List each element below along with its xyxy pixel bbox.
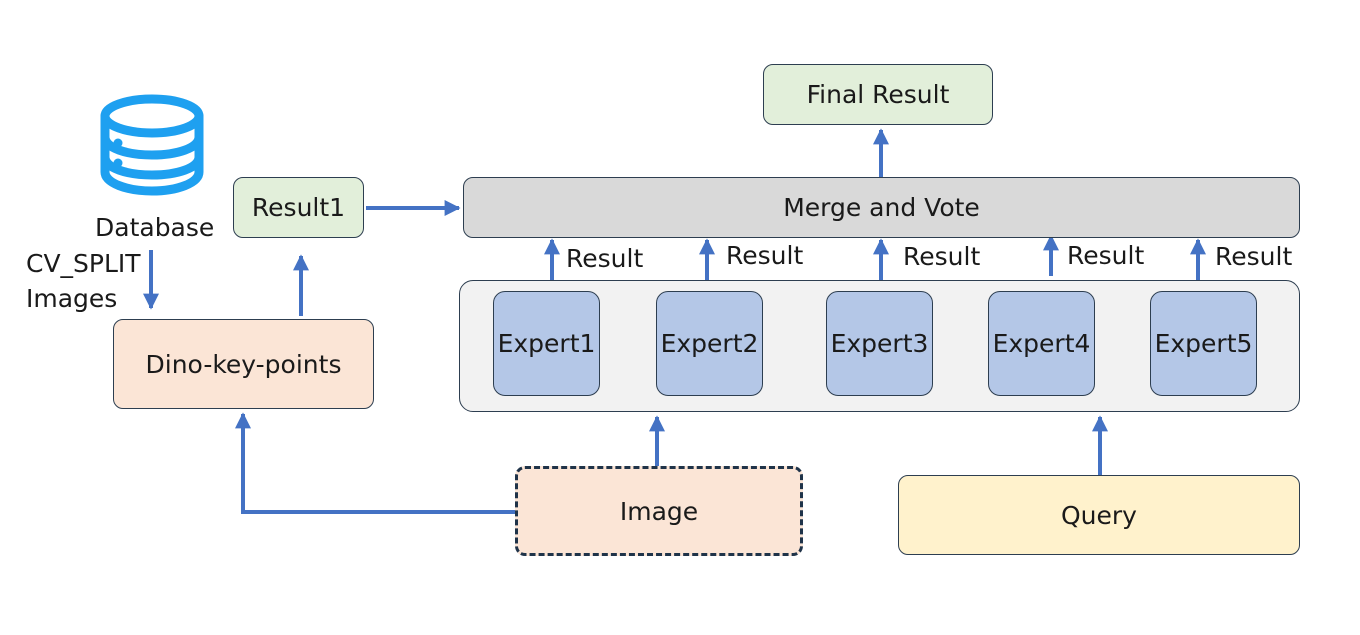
expert3-node: Expert3 xyxy=(826,291,933,396)
result-label-1: Result xyxy=(566,244,644,273)
final-result-node: Final Result xyxy=(763,64,993,125)
expert4-text: Expert4 xyxy=(992,329,1091,358)
expert1-text: Expert1 xyxy=(497,329,596,358)
database-icon xyxy=(100,94,204,196)
dino-key-points-text: Dino-key-points xyxy=(145,349,342,379)
cv-split-label: CV_SPLIT xyxy=(26,249,141,278)
expert5-text: Expert5 xyxy=(1154,329,1253,358)
expert3-text: Expert3 xyxy=(830,329,929,358)
merge-vote-text: Merge and Vote xyxy=(783,193,980,222)
expert4-node: Expert4 xyxy=(988,291,1095,396)
arrow-image-to-dino xyxy=(235,412,515,514)
dino-key-points-node: Dino-key-points xyxy=(113,319,374,409)
final-result-text: Final Result xyxy=(806,80,950,109)
result1-node: Result1 xyxy=(233,177,364,238)
expert2-node: Expert2 xyxy=(656,291,763,396)
query-node: Query xyxy=(898,475,1300,555)
expert1-node: Expert1 xyxy=(493,291,600,396)
result-label-4: Result xyxy=(1067,241,1145,270)
expert5-node: Expert5 xyxy=(1150,291,1257,396)
images-label: Images xyxy=(26,284,118,313)
database-label: Database xyxy=(95,213,215,242)
query-text: Query xyxy=(1061,500,1137,530)
result-label-3: Result xyxy=(903,242,981,271)
expert2-text: Expert2 xyxy=(660,329,759,358)
image-node: Image xyxy=(515,466,803,556)
image-text: Image xyxy=(619,496,699,526)
merge-vote-node: Merge and Vote xyxy=(463,177,1300,238)
result-label-5: Result xyxy=(1215,242,1293,271)
result-label-2: Result xyxy=(726,241,804,270)
result1-text: Result1 xyxy=(251,193,346,222)
